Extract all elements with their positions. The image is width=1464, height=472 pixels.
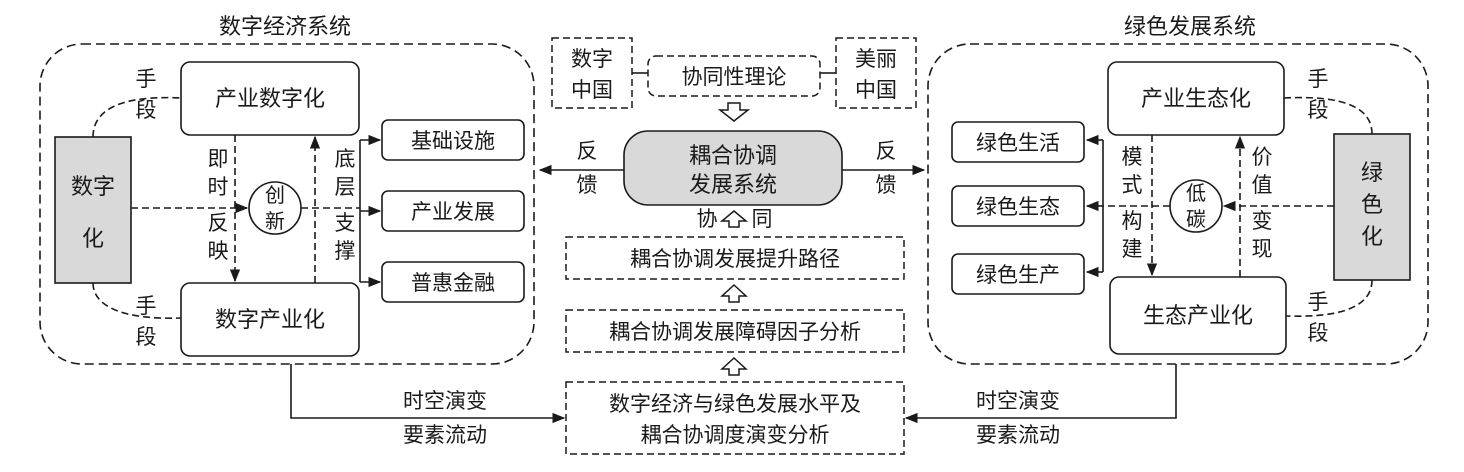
means-top-right-1: 手 (1308, 67, 1329, 91)
left-flow-arrow (290, 364, 566, 424)
industry-ecologization-box (1107, 61, 1285, 136)
synergy-theory-box (647, 55, 821, 97)
beautiful-china-label-2: 中国 (855, 78, 897, 102)
upgrade-path-label: 耦合协调发展提升路径 (630, 247, 840, 271)
beautiful-china-label-1: 美丽 (855, 47, 897, 71)
analysis-up-hollow-arrow (720, 356, 748, 376)
left-flow-label-2: 要素流动 (403, 423, 487, 447)
xietong-up-hollow-arrow (719, 210, 749, 228)
theory-down-hollow-arrow (717, 102, 751, 122)
mode-char-2: 式 (1122, 173, 1143, 197)
green-ecology-box (951, 185, 1085, 227)
support-char-4: 撑 (335, 239, 356, 263)
industry-digitalization-label: 产业数字化 (215, 87, 325, 112)
obstacle-analysis-label: 耦合协调发展障碍因子分析 (609, 320, 861, 344)
evolution-analysis-label-2: 耦合协调度演变分析 (641, 423, 830, 447)
obstacle-analysis-box (565, 309, 905, 353)
low-carbon-label-1: 低 (1186, 181, 1206, 205)
digitalization-box (54, 136, 132, 284)
industry-digitalization-box (180, 61, 360, 136)
infrastructure-box (381, 119, 525, 161)
green-ecology-label: 绿色生态 (976, 195, 1060, 219)
greenization-label-1: 绿 (1361, 161, 1383, 186)
beautiful-china-box (835, 37, 917, 109)
industry-ecologization-label: 产业生态化 (1141, 87, 1251, 112)
digital-china-label-1: 数字 (571, 47, 613, 71)
eco-industrialization-label: 生态产业化 (1143, 304, 1253, 329)
digitalization-label-2: 化 (82, 227, 104, 252)
value-char-1: 价 (1252, 145, 1273, 169)
mode-char-4: 建 (1122, 237, 1143, 261)
feedback-right-2: 馈 (876, 173, 897, 197)
feedback-char-3: 反 (208, 211, 229, 235)
means-top-right-curve (1283, 96, 1373, 135)
infrastructure-label: 基础设施 (411, 129, 495, 153)
obstacle-up-hollow-arrow (720, 283, 748, 303)
inclusive-finance-box (381, 261, 525, 303)
digital-industrialization-label: 数字产业化 (215, 308, 325, 333)
right-flow-arrow (904, 364, 1177, 424)
right-flow-label-1: 时空演变 (976, 389, 1060, 413)
eco-industrialization-box (1109, 276, 1287, 355)
means-bottom-right-1: 手 (1308, 290, 1329, 314)
xie-label: 协 (697, 207, 718, 231)
industry-development-label: 产业发展 (411, 200, 495, 224)
green-production-label: 绿色生产 (976, 263, 1060, 287)
low-carbon-label-2: 碳 (1186, 207, 1206, 231)
means-bottom-left-curve (92, 282, 182, 319)
digitalization-label-1: 数字 (71, 175, 115, 200)
right-flow-label-2: 要素流动 (976, 423, 1060, 447)
coupling-system-label-2: 发展系统 (689, 173, 777, 198)
means-top-left-curve (92, 96, 182, 138)
coupling-system-label-1: 耦合协调 (689, 144, 777, 169)
coupling-system-box (623, 130, 843, 206)
greenization-label-2: 色 (1361, 193, 1383, 218)
evolution-analysis-label-1: 数字经济与绿色发展水平及 (609, 392, 861, 416)
feedback-char-1: 即 (208, 147, 229, 171)
green-production-box (951, 253, 1085, 295)
mode-char-1: 模 (1122, 145, 1143, 169)
synergy-theory-label: 协同性理论 (682, 65, 787, 89)
digital-china-label-2: 中国 (571, 78, 613, 102)
innovation-label-2: 新 (265, 209, 285, 233)
left-system-title: 数字经济系统 (219, 15, 351, 40)
feedback-right-1: 反 (876, 139, 897, 163)
support-char-3: 支 (335, 211, 356, 235)
green-life-label: 绿色生活 (976, 131, 1060, 155)
right-system-title: 绿色发展系统 (1124, 15, 1256, 40)
digital-industrialization-box (180, 282, 360, 357)
left-system-boundary (39, 43, 535, 365)
tong-label: 同 (752, 207, 773, 231)
evolution-analysis-box (565, 381, 905, 455)
green-life-box (951, 121, 1085, 163)
means-bottom-right-2: 段 (1308, 321, 1329, 345)
innovation-label-1: 创 (265, 183, 285, 207)
greenization-box (1333, 133, 1411, 281)
mode-char-3: 构 (1122, 209, 1143, 233)
means-bottom-right-curve (1285, 279, 1373, 317)
feedback-char-4: 映 (208, 239, 229, 263)
means-top-right-2: 段 (1308, 98, 1329, 122)
upgrade-path-box (565, 236, 905, 280)
industry-development-box (381, 190, 525, 232)
feedback-left-1: 反 (577, 139, 598, 163)
means-bottom-left-2: 段 (136, 325, 157, 349)
greenization-label-3: 化 (1361, 225, 1383, 250)
support-char-2: 层 (335, 175, 356, 199)
means-top-left-2: 段 (136, 98, 157, 122)
feedback-left-2: 馈 (577, 173, 598, 197)
feedback-char-2: 时 (208, 175, 229, 199)
inclusive-finance-label: 普惠金融 (411, 271, 495, 295)
means-top-left-1: 手 (136, 67, 157, 91)
left-flow-label-1: 时空演变 (403, 389, 487, 413)
support-char-1: 底 (335, 147, 356, 171)
value-char-2: 值 (1252, 173, 1273, 197)
value-char-4: 现 (1252, 237, 1273, 261)
means-bottom-left-1: 手 (136, 294, 157, 318)
value-char-3: 变 (1252, 209, 1273, 233)
